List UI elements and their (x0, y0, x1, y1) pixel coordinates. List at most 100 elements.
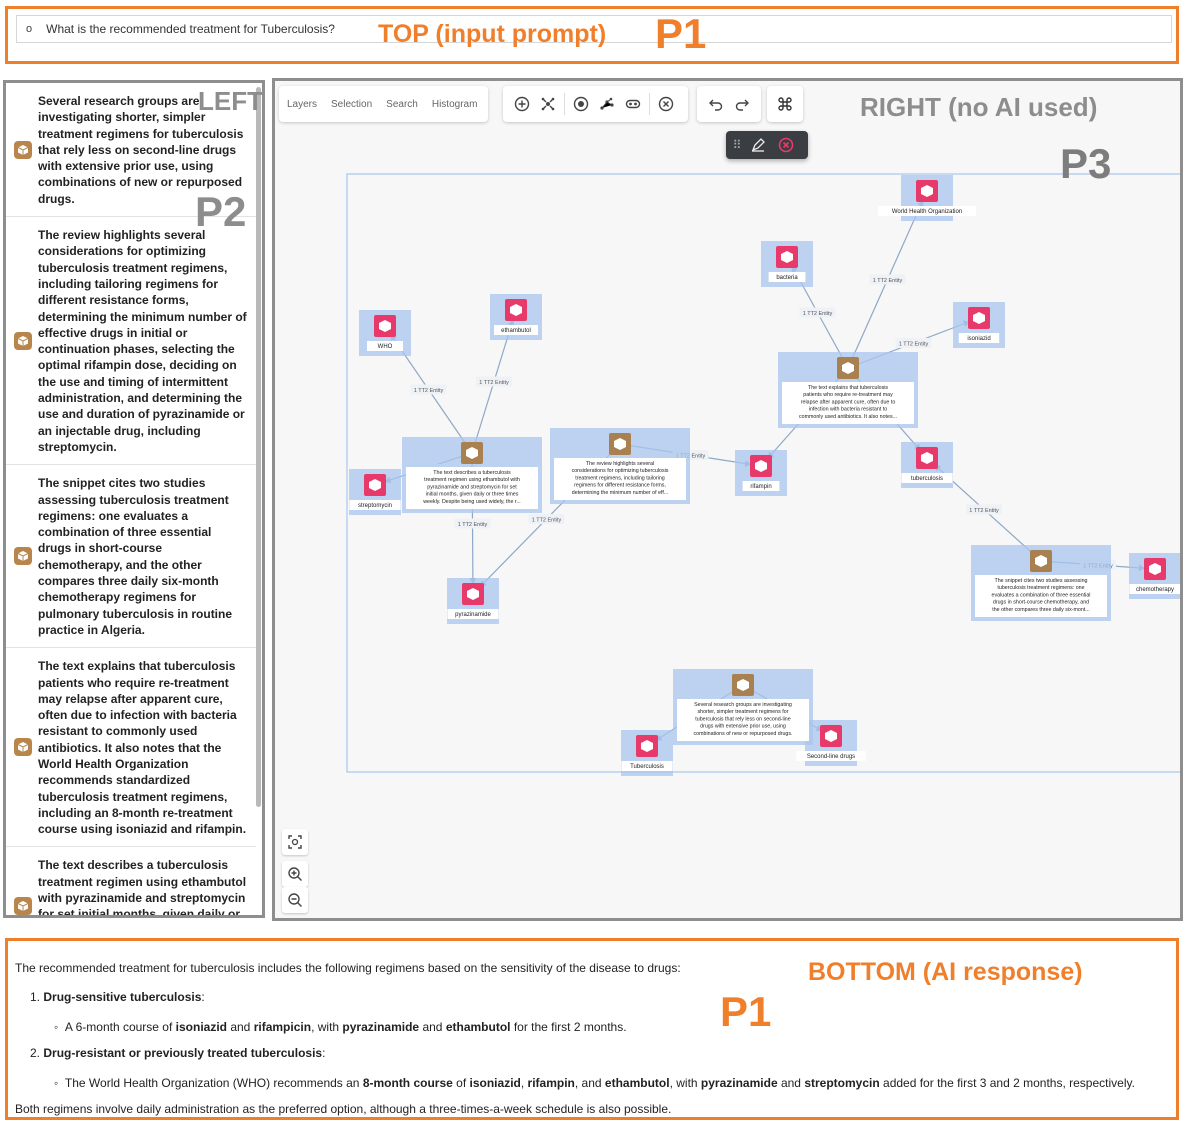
drug-name: 8-month course (362, 1076, 453, 1090)
scatter-layout-icon (600, 97, 614, 110)
document-node-d5[interactable]: Several research groups are investigatin… (673, 669, 813, 745)
undo-icon (709, 99, 723, 111)
entity-node-wholong[interactable]: World Health Organization (878, 175, 976, 221)
drag-handle-icon[interactable]: ⠿ (732, 138, 742, 152)
command-button[interactable] (772, 91, 798, 117)
entity-node-tuberculosis[interactable]: tuberculosis (901, 442, 953, 488)
entity-node-chemotherapy[interactable]: chemotherapy (1129, 553, 1180, 599)
entity-node-who[interactable]: WHO (359, 310, 411, 356)
edge-label: 1 TT2 Entity (479, 380, 509, 386)
document-summary-line: treatment regimens, including tailoring (575, 475, 665, 481)
entity-label: pyrazinamide (455, 612, 491, 618)
list-item[interactable]: The review highlights several considerat… (6, 217, 256, 466)
cube-glyph (737, 679, 749, 691)
cube-glyph (369, 479, 381, 491)
document-summary: Several research groups are investigatin… (38, 94, 244, 206)
focus-button[interactable] (568, 91, 594, 117)
list-item[interactable]: The text describes a tuberculosis treatm… (6, 847, 256, 915)
drug-name: isoniazid (469, 1076, 521, 1090)
edit-selection-button[interactable] (744, 131, 772, 159)
text-segment: and (419, 1020, 446, 1034)
edge-label-bg (895, 338, 932, 348)
node-label-bg (349, 500, 401, 510)
entity-node-second_line[interactable]: Second-line drugs (796, 720, 866, 766)
document-list: Several research groups are investigatin… (6, 83, 256, 915)
redo-button[interactable] (729, 91, 755, 117)
document-cube-icon (14, 896, 32, 915)
text-segment: The World Health Organization (WHO) reco… (64, 1076, 363, 1090)
document-node-d3[interactable]: The text explains that tuberculosispatie… (778, 352, 918, 428)
command-group (767, 86, 803, 122)
document-summary-line: The text explains that tuberculosis (808, 385, 888, 391)
cube-glyph (755, 460, 767, 472)
edge-label-bg (454, 518, 491, 529)
text-segment: for the first 2 months. (510, 1020, 627, 1034)
document-cube-icon (14, 738, 32, 757)
tab-search[interactable]: Search (386, 98, 418, 110)
group-button[interactable] (620, 91, 646, 117)
document-summary-line: Several research groups are investigatin… (694, 702, 792, 708)
close-circle-icon (778, 137, 794, 153)
prompt-input[interactable]: o What is the recommended treatment for … (16, 15, 1172, 43)
expand-button[interactable] (535, 91, 561, 117)
entity-node-streptomycin[interactable]: streptomycin (349, 469, 401, 515)
summary-bg (554, 458, 686, 500)
entity-label: tuberculosis (911, 476, 943, 482)
entity-node-rifampin[interactable]: rifampin (735, 450, 787, 496)
entity-node-isoniazid[interactable]: isoniazid (953, 302, 1005, 348)
entity-node-ethambutol[interactable]: ethambutol (490, 294, 542, 340)
item-colon: : (322, 1046, 326, 1060)
list-item[interactable]: The snippet cites two studies assessing … (6, 465, 256, 649)
document-node-d4[interactable]: The snippet cites two studies assessingt… (971, 545, 1111, 621)
edge-label-bg (476, 376, 512, 387)
node-label-bg (878, 206, 976, 216)
fit-view-button[interactable] (282, 829, 308, 855)
remove-button[interactable] (653, 91, 679, 117)
entity-node-bacteria[interactable]: bacteria (761, 241, 813, 287)
add-node-button[interactable] (509, 91, 535, 117)
document-summary-line: pyrazinamide and streptomycin for set (427, 484, 517, 490)
tab-selection[interactable]: Selection (331, 98, 373, 110)
zoom-in-button[interactable] (282, 861, 308, 887)
toolbar-divider (649, 93, 650, 115)
expand-nodes-icon (541, 97, 555, 111)
left-document-list: Several research groups are investigatin… (3, 80, 265, 918)
entity-node-pyrazinamide[interactable]: pyrazinamide (447, 578, 499, 624)
layout-button[interactable] (594, 91, 620, 117)
left-annotation: LEFT (198, 86, 263, 116)
cube-glyph (921, 185, 933, 197)
zoom-out-button[interactable] (282, 887, 308, 913)
p2-label: P2 (195, 188, 247, 235)
entity-node-tuberculosis_cap[interactable]: Tuberculosis (621, 730, 673, 776)
redo-icon (735, 99, 749, 111)
drug-name: rifampin (527, 1076, 575, 1090)
node-label-bg (447, 609, 499, 619)
tab-layers[interactable]: Layers (287, 98, 318, 110)
left-scrollbar[interactable] (256, 87, 261, 807)
document-node-d1[interactable]: The text describes a tuberculosistreatme… (402, 437, 542, 513)
zoom-in-icon (288, 867, 302, 881)
document-cube-icon (14, 140, 32, 159)
undo-button[interactable] (703, 91, 729, 117)
node-label-bg (367, 341, 403, 351)
document-node-d2[interactable]: The review highlights severalconsiderati… (550, 428, 690, 504)
history-group (697, 86, 761, 122)
document-summary-line: relapse after apparent cure, often due t… (801, 399, 896, 405)
entity-label: Tuberculosis (630, 764, 664, 770)
edge-label: 1 TT2 Entity (803, 311, 833, 317)
list-item[interactable]: The text explains that tuberculosis pati… (6, 648, 256, 848)
document-summary-line: determining the minimum number of eff... (572, 490, 668, 496)
list-item[interactable]: Several research groups are investigatin… (6, 83, 256, 218)
edge-label: 1 TT2 Entity (458, 522, 488, 528)
summary-bg (677, 699, 809, 741)
top-annotation: TOP (input prompt) (378, 20, 607, 48)
summary-bg (406, 467, 538, 509)
tab-histogram[interactable]: Histogram (431, 98, 478, 110)
document-summary: The snippet cites two studies assessing … (38, 476, 233, 637)
document-summary-line: The text describes a tuberculosis (433, 470, 511, 476)
delete-selection-button[interactable] (772, 131, 800, 159)
cube-glyph (842, 362, 854, 374)
entity-label: rifampin (750, 484, 771, 490)
